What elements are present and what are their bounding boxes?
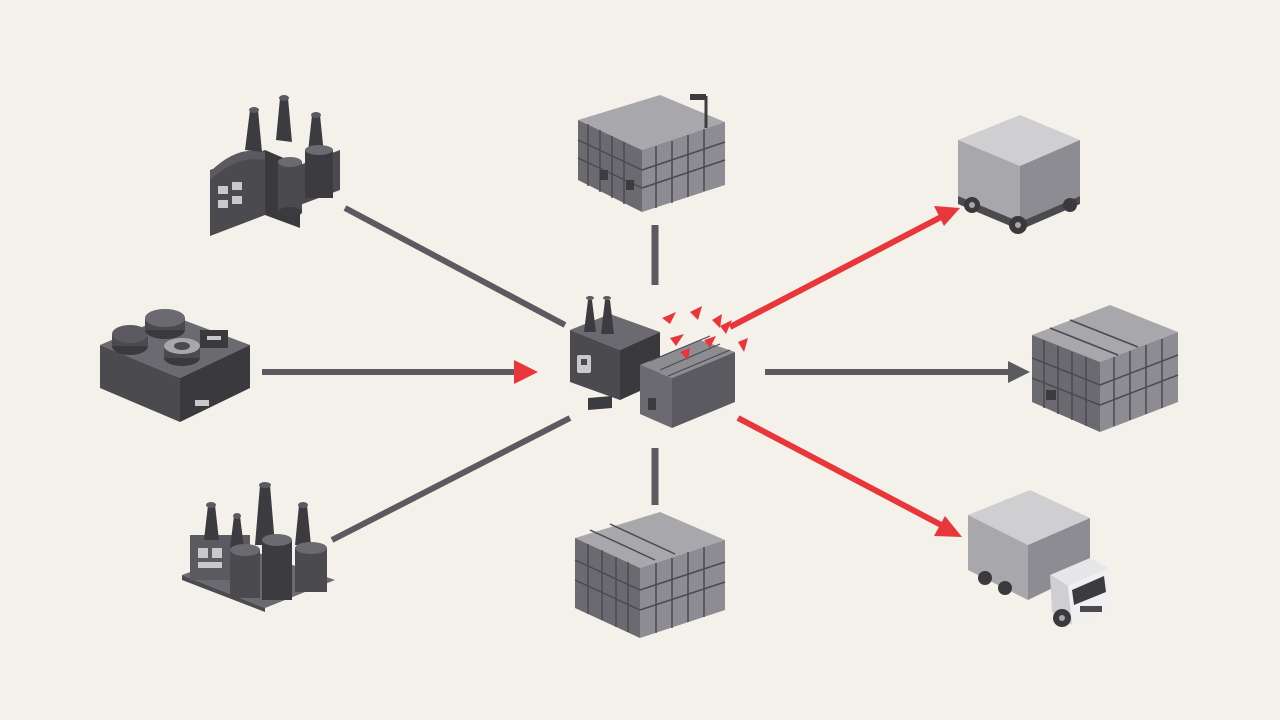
- warehouse-icon-right: [1031, 305, 1179, 432]
- truck-icon: [968, 490, 1112, 627]
- warehouse-icon-bottom: [574, 512, 726, 638]
- link-hub-to-trailer: [728, 212, 947, 330]
- link-factory-to-hub: [343, 205, 567, 328]
- warehouse-icon-top: [577, 94, 726, 212]
- link-hub-to-truck-arrowhead: [934, 516, 962, 537]
- link-hub-to-trailer-arrowhead: [934, 206, 960, 226]
- processing-plant-icon: [100, 309, 250, 422]
- link-powerplant-to-hub: [330, 415, 572, 543]
- link-plant-to-hub-arrowhead: [514, 360, 538, 384]
- power-plant-icon: [182, 482, 335, 612]
- hub-factory-icon: [570, 296, 735, 428]
- link-hub-to-warehouse-right-arrowhead: [1008, 361, 1030, 383]
- trailer-icon: [958, 115, 1080, 234]
- disruption-burst: [662, 306, 748, 360]
- refinery-icon: [210, 95, 340, 236]
- connectors: [262, 205, 1030, 543]
- link-hub-to-truck: [736, 415, 947, 530]
